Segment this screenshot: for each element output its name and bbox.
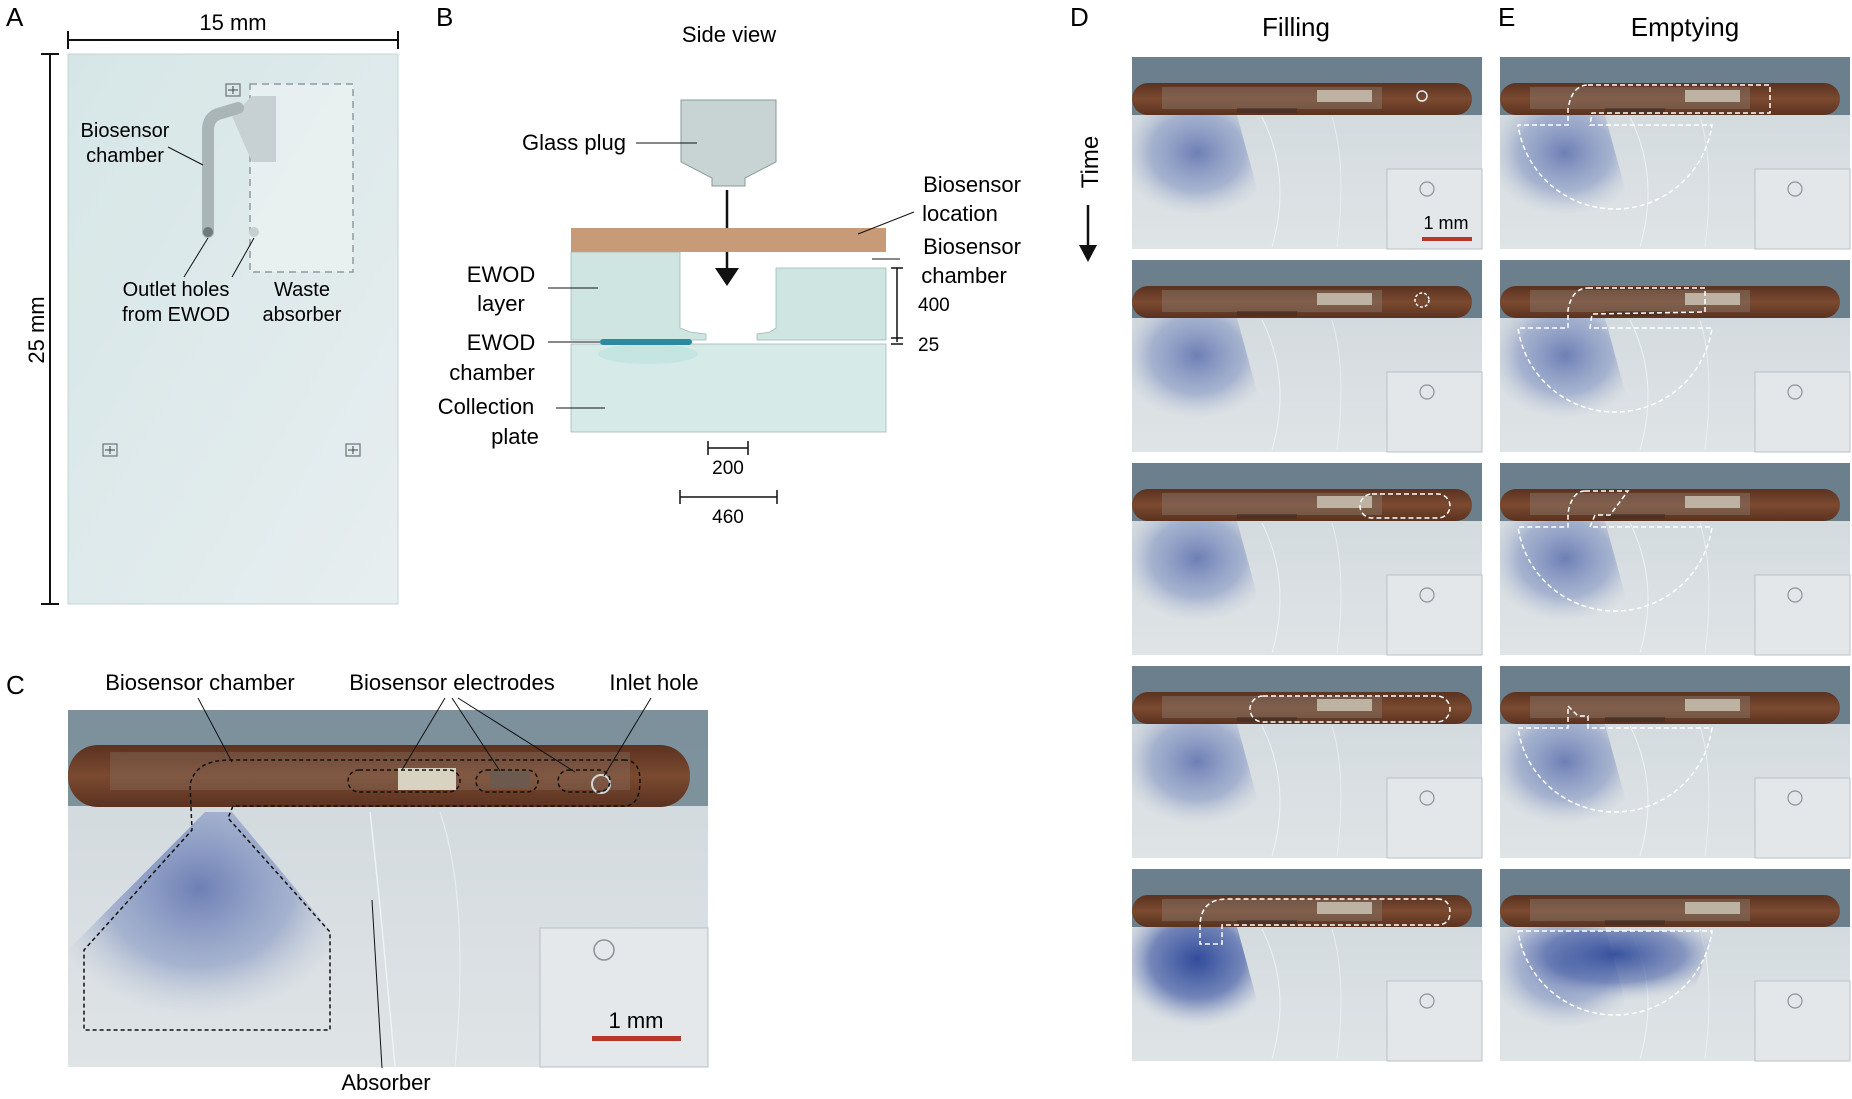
filling-frame-3 [1131,462,1483,656]
emptying-frame-4 [1499,665,1851,859]
panel-d: D Filling Time [1070,2,1330,262]
biosensor-chamber-channel [202,102,244,238]
glass-plug-label: Glass plug [522,130,626,155]
ewod-layer-label-2: layer [477,291,525,316]
scale-bar-c [592,1036,681,1041]
time-arrow [1079,245,1097,262]
filling-frame-5 [1131,868,1483,1062]
dim-25: 25 [918,335,939,356]
biosensor-electrodes-label: Biosensor electrodes [349,670,554,695]
biosensor-location-label-1: Biosensor [923,172,1021,197]
scale-bar-d [1422,237,1472,241]
ewod-chamber-label-2: chamber [449,360,535,385]
absorber-fan [232,96,276,162]
filling-frame-1: 1 mm [1131,56,1483,250]
fluid-outline [1517,84,1771,210]
emptying-frame-3 [1499,462,1851,656]
biosensor-location-label-2: location [922,201,998,226]
waste-label-1: Waste [274,279,330,301]
scale-label-d: 1 mm [1424,213,1469,233]
panel-d-letter: D [1070,2,1089,32]
panel-b: B Side view Glass plug Biosensor locatio… [436,2,1021,528]
side-view-title: Side view [682,22,776,47]
panel-c-letter: C [6,670,25,700]
width-label: 15 mm [199,10,266,35]
ewod-chamber-label-1: EWOD [467,330,535,355]
droplet-outline [1249,695,1451,723]
droplet-outline [1199,898,1451,945]
insert-arrow [715,268,739,286]
electrode-outline-1 [347,769,461,793]
dim-200: 200 [712,458,744,479]
emptying-frame-1 [1499,56,1851,250]
emptying-title: Emptying [1631,12,1739,42]
filling-title: Filling [1262,12,1330,42]
panel-a: A 15 mm 25 mm Biosensor cham [6,2,399,605]
glass-plug [680,99,777,187]
waste-label-2: absorber [263,304,342,326]
collection-plate-label-2: plate [491,424,539,449]
biosensor-chamber-label-2: chamber [86,145,164,167]
height-label: 25 mm [24,296,49,363]
emptying-frame-5 [1499,868,1851,1062]
waste-absorber-box [249,83,354,273]
fiducial-mark [345,443,361,457]
biosensor-electrode [398,768,456,790]
fluid-outline [1517,930,1713,1016]
inlet-droplet [1416,90,1428,102]
absorber-blue-region [68,812,330,1030]
emptying-frame-2 [1499,259,1851,453]
absorber-label: Absorber [341,1070,430,1095]
electrode-outline-3 [557,769,611,793]
droplet-outline [1414,292,1430,308]
dim-460: 460 [712,507,744,528]
panel-a-letter: A [6,2,24,32]
outlet-hole-1 [203,227,213,237]
absorber-pad [539,927,709,1068]
panel-c: C Biosensor chamber Biosensor electrodes… [6,670,709,1095]
chamber-outline [83,759,641,1031]
ewod-layer-right [756,267,887,341]
biosensor-chamber-label-1: Biosensor [81,120,170,142]
filling-frame-2 [1131,259,1483,453]
inlet-hole-label: Inlet hole [609,670,698,695]
fluid-outline [1517,704,1713,813]
biosensor-chamber-b-label-1: Biosensor [923,234,1021,259]
droplet-spread [598,344,698,364]
ewod-layer-label-1: EWOD [467,262,535,287]
outlet-label-1: Outlet holes [123,279,230,301]
outlet-label-2: from EWOD [122,304,230,326]
panel-e-letter: E [1498,2,1515,32]
ewod-layer-left [570,251,707,341]
fiducial-mark [225,83,241,97]
time-label: Time [1077,136,1104,188]
panel-e: E Emptying [1498,2,1739,42]
electrode-outline-2 [475,769,539,793]
dim-400: 400 [918,295,950,316]
panel-b-letter: B [436,2,453,32]
droplet-outline [1359,493,1451,519]
ewod-droplet [600,339,692,345]
fluid-outline [1517,287,1713,413]
substrate-layer [571,228,886,252]
fiducial-mark [102,443,118,457]
biosensor-chamber-b-label-2: chamber [921,263,1007,288]
scale-label-c: 1 mm [609,1008,664,1033]
biosensor-chamber-c-label: Biosensor chamber [105,670,295,695]
outlet-hole-2 [249,227,259,237]
filling-frame-4 [1131,665,1483,859]
collection-plate-label-1: Collection [438,394,535,419]
